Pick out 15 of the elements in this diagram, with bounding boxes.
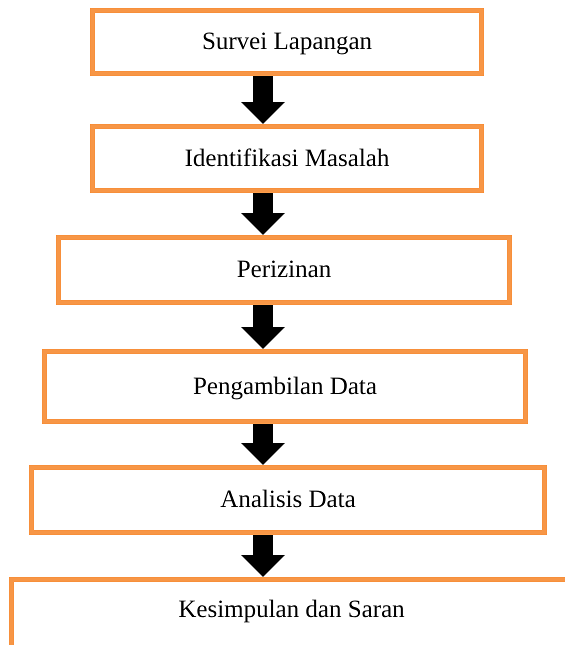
thick-arrow [241, 535, 285, 577]
step-label: Pengambilan Data [193, 372, 377, 402]
process-box [90, 124, 484, 193]
step-label: Identifikasi Masalah [184, 144, 390, 174]
step-label: Kesimpulan dan Saran [178, 595, 405, 625]
process-box [56, 235, 512, 305]
process-box [42, 349, 528, 424]
process-box [29, 465, 547, 535]
step-label: Analisis Data [220, 485, 356, 516]
step-label: Survei Lapangan [202, 27, 372, 58]
process-box [90, 8, 484, 76]
thick-arrow [241, 305, 285, 349]
step-label: Perizinan [236, 255, 332, 286]
thick-arrow [241, 193, 285, 235]
thick-arrow [241, 76, 285, 124]
